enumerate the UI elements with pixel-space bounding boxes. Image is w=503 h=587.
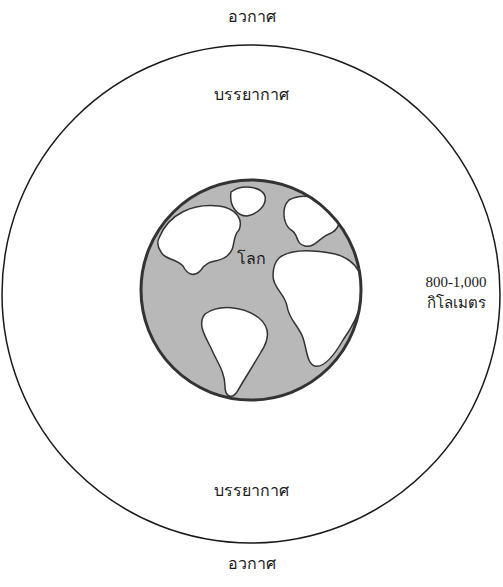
- continent: [284, 196, 339, 246]
- atmosphere-circle: บรรยากาศบรรยากาศโลก: [1, 44, 501, 544]
- continent: [273, 251, 363, 366]
- atmosphere-circle: [2, 45, 500, 543]
- earth-rim: [141, 180, 361, 400]
- atmosphere-label: บรรยากาศ: [1, 84, 501, 106]
- space-label: อวกาศ: [0, 553, 503, 575]
- earth-circle: โลก: [139, 178, 363, 402]
- atmosphere-label: บรรยากาศ: [1, 480, 501, 502]
- continent: [231, 187, 266, 216]
- earth-label: โลก: [139, 248, 363, 270]
- space-label: อวกาศ: [0, 6, 503, 28]
- earth-outline: [139, 178, 363, 402]
- continent: [202, 308, 268, 397]
- dimension-label: 800-1,000 กิโลเมตร: [414, 272, 498, 314]
